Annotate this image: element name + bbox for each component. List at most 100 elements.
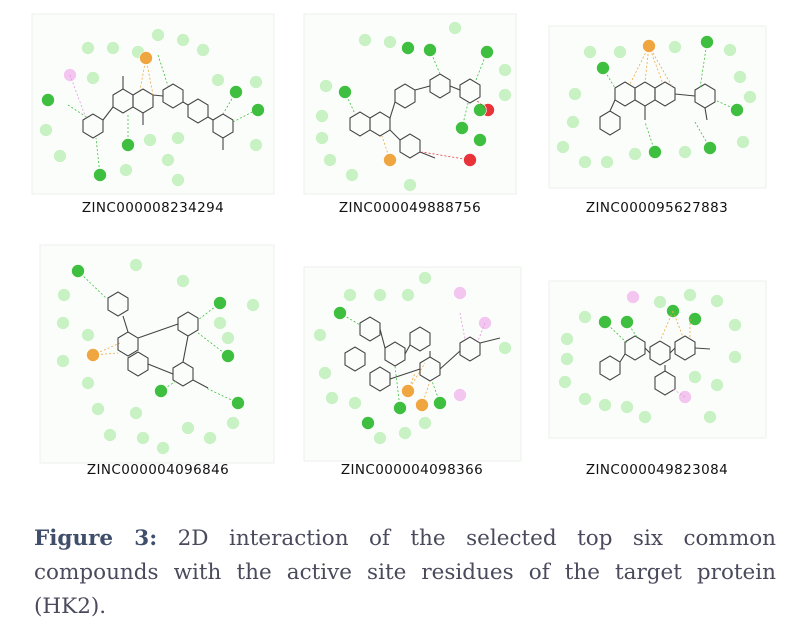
residue-disc <box>383 35 397 49</box>
residue-disc <box>143 133 157 147</box>
residue-disc <box>345 168 359 182</box>
residue-disc <box>39 123 53 137</box>
residue-disc <box>578 155 592 169</box>
residue-disc <box>315 109 329 123</box>
residue-disc <box>498 88 512 102</box>
residue-disc <box>418 271 432 285</box>
residue-disc <box>560 332 574 346</box>
interaction-diagram-4 <box>39 244 275 464</box>
residue-disc <box>620 400 634 414</box>
residue-disc <box>323 153 337 167</box>
residue-disc <box>723 43 737 57</box>
residue-disc <box>678 145 692 159</box>
residue-disc <box>313 328 327 342</box>
residue-disc <box>403 178 417 192</box>
residue-disc <box>53 149 67 163</box>
residue-disc <box>568 87 582 101</box>
residue-disc <box>319 79 333 93</box>
interaction-diagram-2 <box>303 13 517 195</box>
interaction-panel-5: ZINC000004098366 <box>300 263 525 480</box>
residue-disc <box>211 73 225 87</box>
residue-disc <box>151 28 165 42</box>
residue-disc <box>129 258 143 272</box>
residue-disc <box>703 410 717 424</box>
compound-id-label: ZINC000049888756 <box>338 200 482 216</box>
residue-disc <box>221 331 235 345</box>
residue-disc <box>181 421 195 435</box>
residue-disc <box>628 147 642 161</box>
residue-disc <box>81 376 95 390</box>
residue-disc <box>57 288 71 302</box>
residue-disc <box>688 312 702 326</box>
interaction-diagram-5 <box>303 266 522 462</box>
residue-disc <box>56 316 70 330</box>
residue-disc <box>448 21 462 35</box>
interaction-panel-4: ZINC000004096846 <box>38 243 278 480</box>
residue-disc <box>453 286 467 300</box>
residue-disc <box>176 274 190 288</box>
residue-disc <box>358 33 372 47</box>
residue-disc <box>556 140 570 154</box>
residue-disc <box>733 70 747 84</box>
residue-disc <box>361 416 375 430</box>
residue-disc <box>318 366 332 380</box>
residue-disc <box>558 375 572 389</box>
residue-disc <box>373 288 387 302</box>
figure-label: Figure 3: <box>34 525 158 551</box>
residue-disc <box>203 431 217 445</box>
figure-3-grid: ZINC000008234294 <box>28 10 770 480</box>
residue-disc <box>728 350 742 364</box>
residue-disc <box>106 41 120 55</box>
residue-disc <box>743 90 757 104</box>
interaction-panel-1: ZINC000008234294 <box>28 10 278 220</box>
residue-disc <box>119 163 133 177</box>
residue-disc <box>56 354 70 368</box>
residue-disc <box>688 370 702 384</box>
residue-disc <box>81 328 95 342</box>
residue-disc <box>728 318 742 332</box>
residue-disc <box>196 43 210 57</box>
residue-disc <box>710 378 724 392</box>
residue-disc <box>653 295 667 309</box>
residue-disc <box>325 391 339 405</box>
residue-disc <box>668 40 682 54</box>
residue-disc <box>626 290 640 304</box>
residue-disc <box>710 294 724 308</box>
interaction-panel-3: ZINC000095627883 <box>545 22 770 222</box>
residue-disc <box>638 410 652 424</box>
residue-disc <box>401 288 415 302</box>
compound-id-label: ZINC000004096846 <box>86 462 230 478</box>
residue-disc <box>613 45 627 59</box>
figure-caption: Figure 3: 2D interaction of the selected… <box>34 522 776 624</box>
residue-disc <box>41 93 55 107</box>
compound-id-label: ZINC000095627883 <box>585 200 729 216</box>
residue-disc <box>129 406 143 420</box>
residue-disc <box>473 133 487 147</box>
residue-disc <box>103 428 117 442</box>
residue-disc <box>373 431 387 445</box>
residue-disc <box>161 153 175 167</box>
residue-disc <box>171 173 185 187</box>
residue-disc <box>251 103 265 117</box>
residue-disc <box>398 426 412 440</box>
residue-disc <box>473 103 487 117</box>
residue-disc <box>176 33 190 47</box>
residue-disc <box>156 441 170 455</box>
residue-disc <box>86 71 100 85</box>
residue-disc <box>683 288 697 302</box>
residue-disc <box>246 298 260 312</box>
residue-disc <box>600 155 614 169</box>
residue-disc <box>598 398 612 412</box>
interaction-panel-2: ZINC000049888756 <box>300 10 520 220</box>
compound-id-label: ZINC000049823084 <box>585 462 729 478</box>
residue-disc <box>348 396 362 410</box>
residue-disc <box>578 310 592 324</box>
residue-disc <box>418 416 432 430</box>
caption-text: 2D interaction of the selected top six c… <box>34 525 776 619</box>
residue-disc <box>560 352 574 366</box>
residue-disc <box>136 431 150 445</box>
residue-disc <box>736 135 750 149</box>
compound-id-label: ZINC000008234294 <box>81 200 225 216</box>
residue-disc <box>498 341 512 355</box>
interaction-panel-6: ZINC000049823084 <box>545 277 770 480</box>
